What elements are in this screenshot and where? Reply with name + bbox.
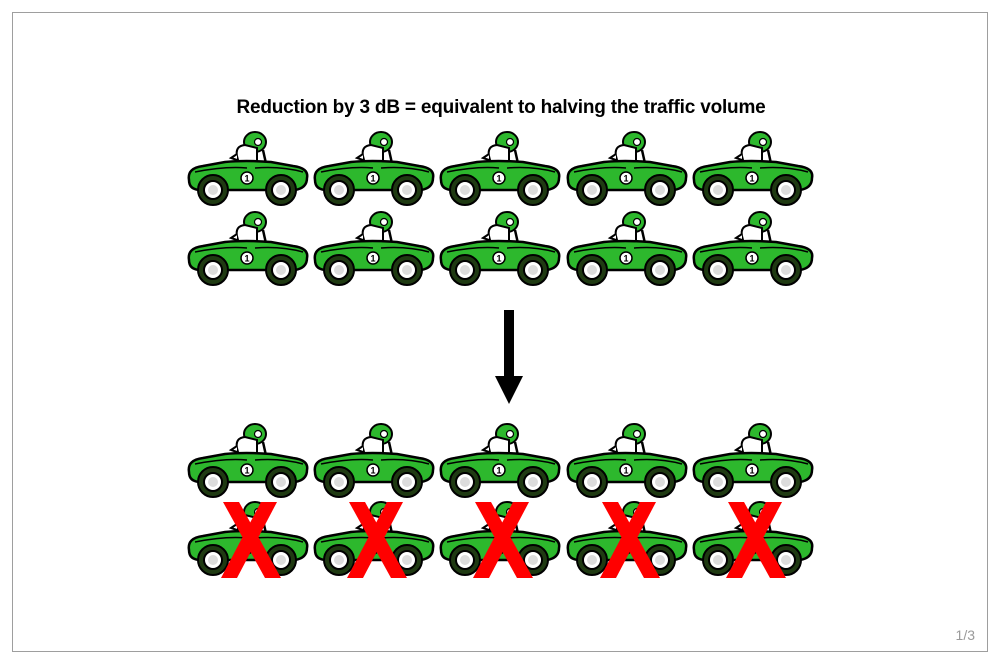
svg-text:1: 1 (749, 174, 754, 184)
svg-text:1: 1 (370, 254, 375, 264)
svg-text:1: 1 (749, 544, 754, 554)
car-row-before-1: 1 1 (0, 128, 1000, 208)
race-car-with-driver-icon: 1 (311, 128, 439, 208)
race-car-with-driver-icon: 1 (564, 420, 692, 500)
race-car-with-driver-icon: 1 (437, 208, 565, 288)
svg-text:1: 1 (244, 544, 249, 554)
race-car-with-driver-icon: 1 (311, 498, 439, 578)
car-row-before-2: 1 1 (0, 208, 1000, 288)
slide-title: Reduction by 3 dB = equivalent to halvin… (236, 97, 766, 118)
race-car-with-driver-icon: 1 (185, 128, 313, 208)
race-car-with-driver-icon: 1 (690, 128, 818, 208)
race-car-with-driver-icon: 1 (185, 498, 313, 578)
car-row-after-1: 1 1 (0, 420, 1000, 500)
race-car-with-driver-icon: 1 (437, 420, 565, 500)
race-car-with-driver-icon: 1 (437, 498, 565, 578)
race-car-with-driver-icon: 1 (185, 208, 313, 288)
race-car-with-driver-icon: 1 (690, 420, 818, 500)
race-car-with-driver-icon: 1 (311, 208, 439, 288)
svg-text:1: 1 (370, 544, 375, 554)
svg-text:1: 1 (244, 466, 249, 476)
race-car-with-driver-icon: 1 (185, 420, 313, 500)
svg-text:1: 1 (496, 544, 501, 554)
race-car-with-driver-icon: 1 (311, 420, 439, 500)
race-car-with-driver-icon: 1 (564, 498, 692, 578)
page-number: 1/3 (955, 627, 975, 643)
svg-text:1: 1 (496, 254, 501, 264)
race-car-with-driver-icon: 1 (564, 208, 692, 288)
arrow-down-icon (495, 310, 523, 406)
race-car-with-driver-icon: 1 (564, 128, 692, 208)
svg-text:1: 1 (623, 254, 628, 264)
svg-text:1: 1 (749, 466, 754, 476)
race-car-with-driver-icon: 1 (690, 498, 818, 578)
race-car-with-driver-icon: 1 (690, 208, 818, 288)
svg-text:1: 1 (370, 466, 375, 476)
svg-text:1: 1 (623, 544, 628, 554)
svg-text:1: 1 (623, 174, 628, 184)
svg-text:1: 1 (496, 174, 501, 184)
race-car-with-driver-icon: 1 (437, 128, 565, 208)
car-row-after-2: 1 1 (0, 498, 1000, 578)
svg-text:1: 1 (496, 466, 501, 476)
svg-text:1: 1 (749, 254, 754, 264)
svg-text:1: 1 (370, 174, 375, 184)
svg-text:1: 1 (623, 466, 628, 476)
svg-text:1: 1 (244, 174, 249, 184)
svg-text:1: 1 (244, 254, 249, 264)
